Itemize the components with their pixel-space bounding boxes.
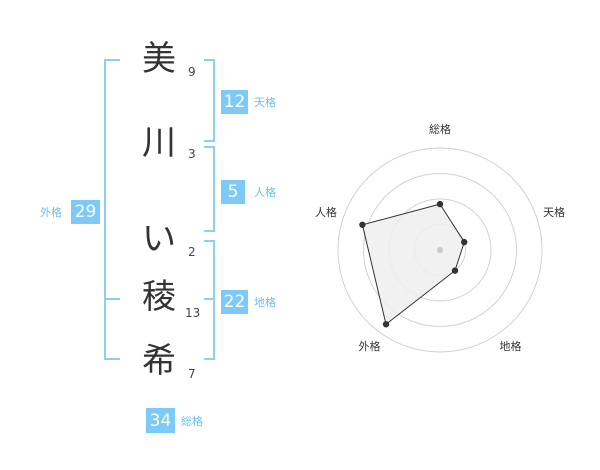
stroke-count-4: 13 bbox=[185, 306, 201, 320]
radar-ring-3 bbox=[363, 173, 517, 327]
tenkaku-label: 天格 bbox=[254, 96, 276, 109]
soukaku-value: 34 bbox=[146, 408, 175, 433]
radar-center-dot bbox=[437, 247, 443, 253]
gaikaku-bracket-tick bbox=[104, 298, 120, 300]
chikaku-value: 22 bbox=[221, 290, 248, 314]
name-char-5: 希 bbox=[142, 341, 176, 381]
radar-axis-label-2: 天格 bbox=[543, 205, 565, 219]
radar-axis-label-5: 人格 bbox=[315, 205, 337, 219]
radar-axis-label-1: 総格 bbox=[429, 122, 451, 136]
stroke-count-1: 9 bbox=[188, 65, 196, 79]
name-char-2: 川 bbox=[142, 123, 176, 163]
radar-point-5 bbox=[359, 221, 366, 228]
name-char-1: 美 bbox=[142, 39, 176, 79]
tenkaku-value: 12 bbox=[221, 90, 248, 114]
radar-point-1 bbox=[436, 200, 444, 208]
chikaku-label: 地格 bbox=[254, 296, 276, 309]
chikaku-bracket-tick bbox=[204, 298, 215, 300]
gaikaku-bracket bbox=[104, 59, 120, 360]
tenkaku-bracket bbox=[204, 59, 215, 142]
soukaku-label: 総格 bbox=[181, 415, 203, 428]
radar-series-polygon bbox=[361, 203, 465, 326]
radar-point-3 bbox=[451, 267, 459, 274]
jinkaku-value: 5 bbox=[221, 180, 245, 204]
stroke-count-2: 3 bbox=[188, 147, 196, 161]
gaikaku-label: 外格 bbox=[40, 206, 62, 219]
jinkaku-label: 人格 bbox=[254, 186, 276, 199]
stroke-count-5: 7 bbox=[188, 367, 196, 381]
name-char-4: 稜 bbox=[142, 277, 176, 317]
jinkaku-bracket bbox=[204, 146, 215, 232]
radar-ring-4 bbox=[337, 147, 543, 353]
radar-axis-label-3: 地格 bbox=[500, 339, 522, 353]
name-char-3: い bbox=[142, 219, 176, 259]
gaikaku-value: 29 bbox=[71, 200, 100, 224]
radar-point-4 bbox=[382, 321, 390, 328]
stroke-count-3: 2 bbox=[188, 245, 196, 259]
chikaku-bracket bbox=[204, 240, 215, 360]
radar-point-2 bbox=[461, 238, 468, 246]
radar-axis-label-4: 外格 bbox=[359, 339, 381, 353]
